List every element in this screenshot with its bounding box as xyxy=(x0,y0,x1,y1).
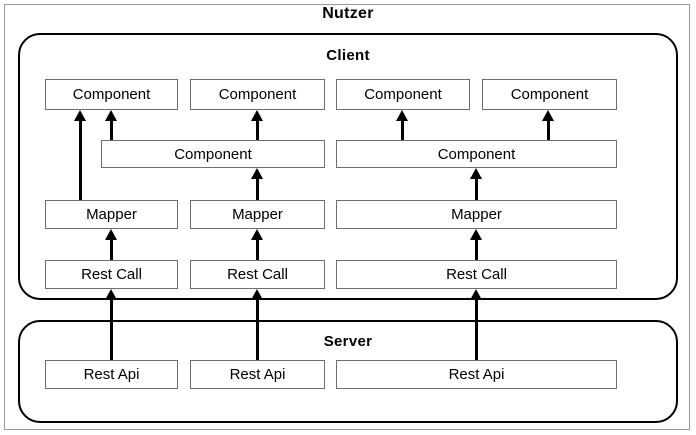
rest-call-node-2[interactable]: Rest Call xyxy=(190,260,325,289)
server-title: Server xyxy=(323,333,373,350)
mapper-node-2[interactable]: Mapper xyxy=(190,200,325,229)
rest-api-node-1[interactable]: Rest Api xyxy=(45,360,178,389)
component-node-2[interactable]: Component xyxy=(190,79,325,110)
rest-call-node-3[interactable]: Rest Call xyxy=(336,260,617,289)
rest-call-node-1[interactable]: Rest Call xyxy=(45,260,178,289)
component-node-4[interactable]: Component xyxy=(482,79,617,110)
component-node-1[interactable]: Component xyxy=(45,79,178,110)
client-title: Client xyxy=(326,47,370,64)
component-wide-node-1[interactable]: Component xyxy=(101,140,325,168)
nutzer-title: Nutzer xyxy=(322,5,374,22)
rest-api-node-3[interactable]: Rest Api xyxy=(336,360,617,389)
mapper-node-1[interactable]: Mapper xyxy=(45,200,178,229)
mapper-node-3[interactable]: Mapper xyxy=(336,200,617,229)
server-group xyxy=(18,320,678,423)
component-node-3[interactable]: Component xyxy=(336,79,470,110)
client-group xyxy=(18,33,678,300)
component-wide-node-2[interactable]: Component xyxy=(336,140,617,168)
rest-api-node-2[interactable]: Rest Api xyxy=(190,360,325,389)
